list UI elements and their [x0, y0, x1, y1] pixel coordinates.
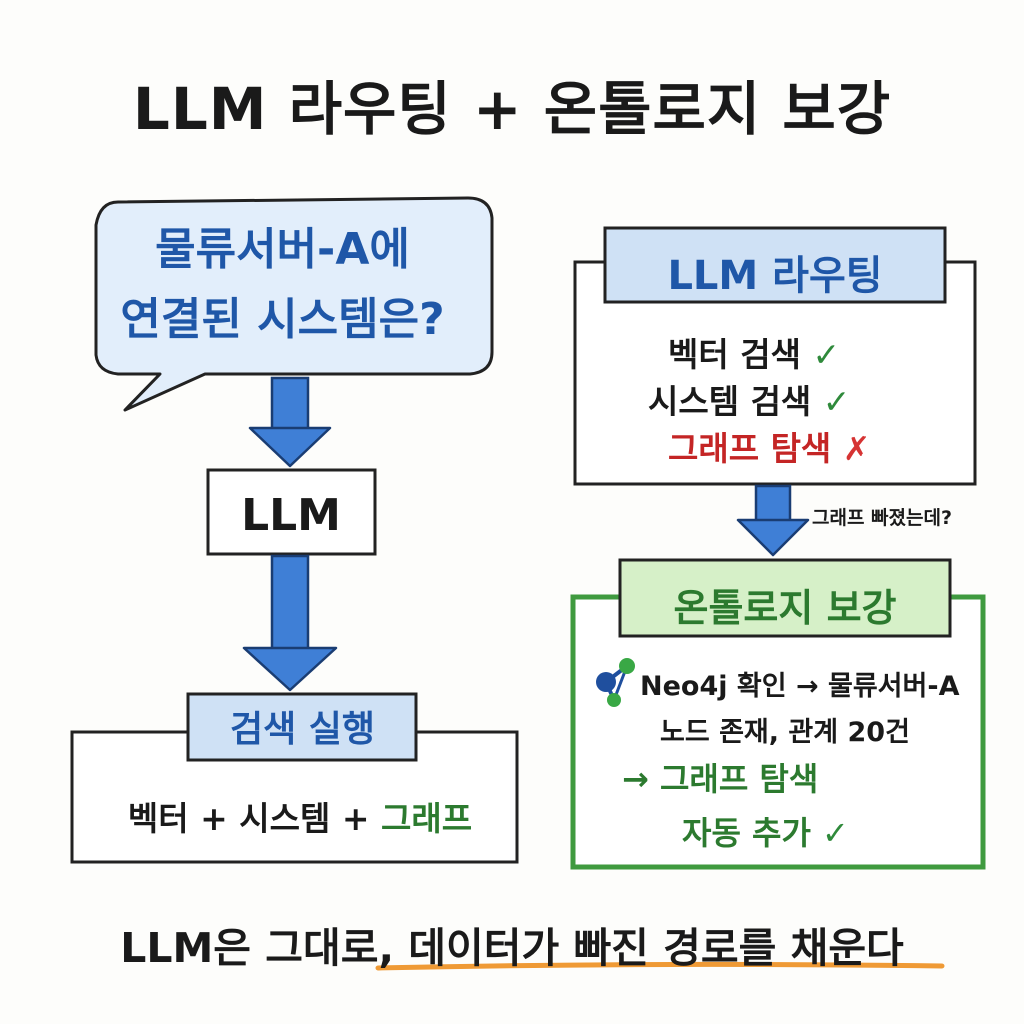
arrow-routing-to-ontology — [736, 484, 810, 557]
routing-item-vector: 벡터 검색 ✓ — [668, 328, 840, 376]
ontology-line-1: Neo4j 확인 → 물류서버-A — [640, 671, 960, 702]
side-note: 그래프 빠졌는데? — [812, 507, 952, 529]
question-line-2: 연결된 시스템은? — [120, 294, 445, 345]
footer-underline — [375, 961, 945, 971]
routing-item-graph: 그래프 탐색 ✗ — [668, 422, 870, 470]
ontology-line-3: → 그래프 탐색 — [622, 760, 819, 798]
routing-item-system: 시스템 검색 ✓ — [648, 375, 850, 423]
search-exec-part-graph: 그래프 — [380, 799, 473, 838]
routing-title: LLM 라우팅 — [667, 253, 883, 299]
llm-box-frame — [206, 468, 377, 556]
ontology-title-bg — [618, 558, 952, 638]
search-exec-part-1: 벡터 + 시스템 + — [127, 799, 381, 838]
arrow-bubble-to-llm — [248, 376, 332, 468]
question-bubble — [94, 196, 494, 412]
search-exec-title: 검색 실행 — [229, 709, 375, 750]
check-icon: ✓ — [822, 382, 851, 421]
routing-item-label: 벡터 검색 — [668, 335, 801, 374]
ontology-line-4: 자동 추가 ✓ — [682, 808, 849, 854]
question-line-1: 물류서버-A에 — [155, 224, 410, 275]
page-title: LLM 라우팅 + 온톨로지 보강 — [132, 75, 892, 143]
routing-title-bg — [603, 226, 947, 304]
ontology-auto-add-label: 자동 추가 — [682, 814, 811, 852]
check-icon: ✓ — [822, 814, 849, 852]
footer-caption: LLM은 그대로, 데이터가 빠진 경로를 채운다 — [0, 914, 1024, 974]
routing-item-label: 그래프 탐색 — [668, 429, 832, 468]
routing-item-label: 시스템 검색 — [648, 382, 812, 421]
footer-part-2: 데이터가 빠진 경로를 채운다 — [408, 924, 904, 972]
ontology-box — [570, 594, 986, 870]
cross-icon: ✗ — [842, 429, 871, 468]
ontology-title: 온톨로지 보강 — [673, 586, 897, 630]
search-exec-content: 벡터 + 시스템 + 그래프 — [70, 792, 530, 840]
arrow-llm-to-exec — [242, 554, 338, 692]
neo4j-graph-icon — [596, 658, 635, 707]
llm-box-label: LLM — [241, 490, 341, 541]
search-exec-title-bg — [186, 692, 418, 762]
ontology-line-2: 노드 존재, 관계 20건 — [660, 717, 910, 748]
check-icon: ✓ — [812, 335, 841, 374]
footer-part-1: LLM은 그대로, — [120, 924, 409, 972]
